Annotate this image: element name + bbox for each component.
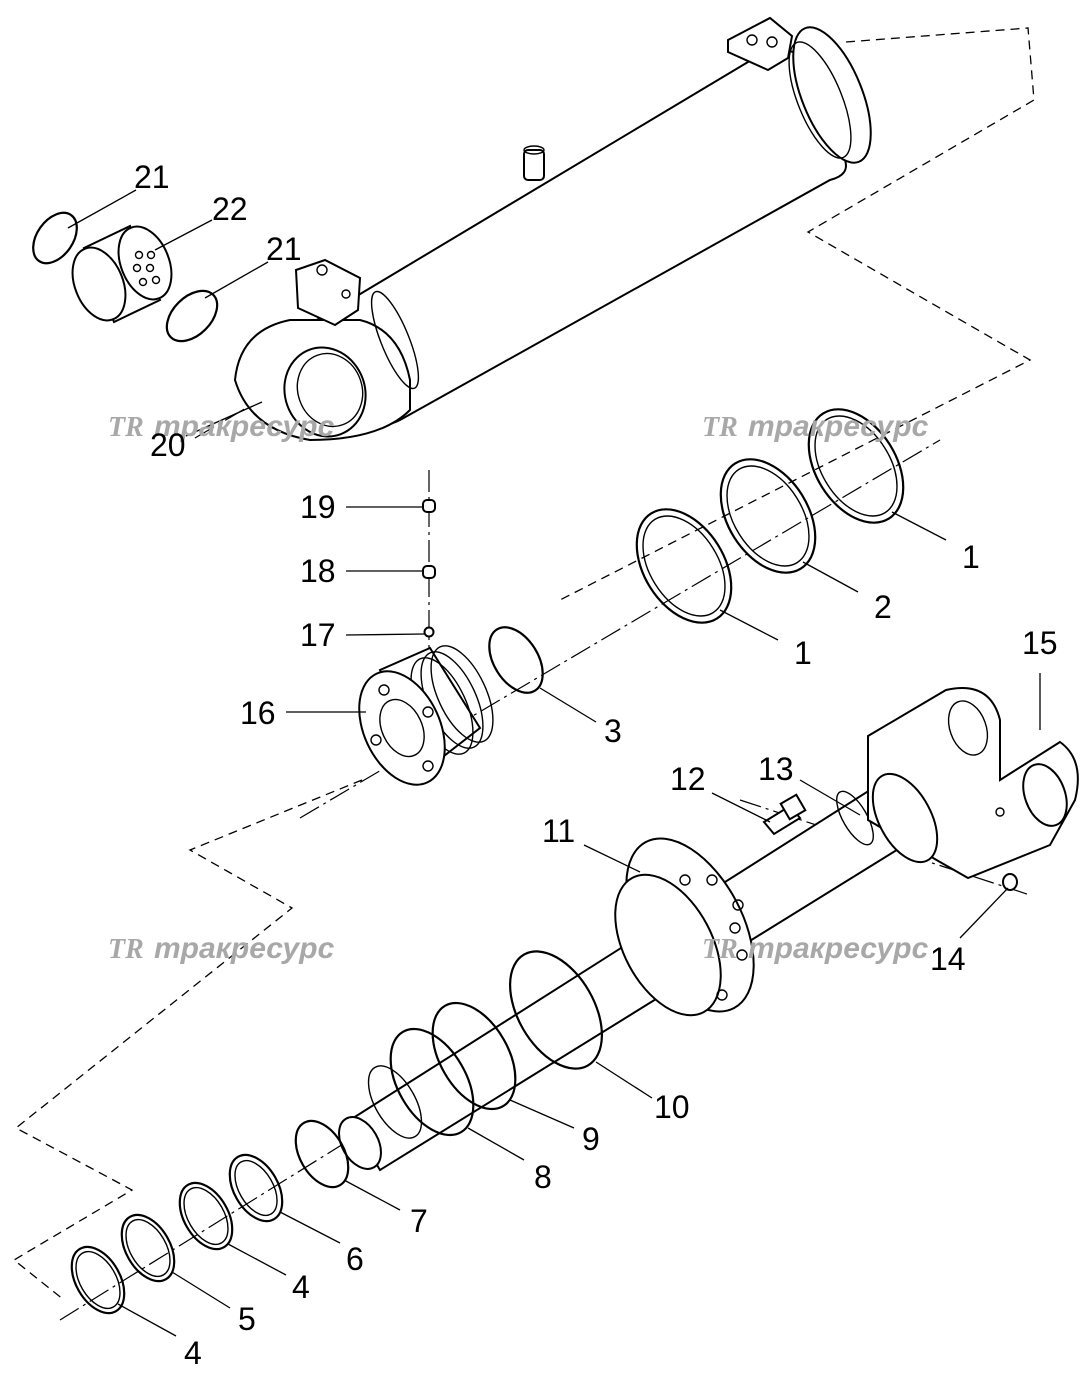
leader-1b — [719, 609, 779, 641]
callout-17: 17 — [300, 617, 336, 653]
leader-14 — [959, 887, 1009, 939]
callout-18: 18 — [300, 553, 336, 589]
leader-11 — [583, 844, 641, 873]
retaining-ring-21-right — [165, 289, 219, 343]
nut-14 — [1002, 873, 1018, 891]
callout-2: 2 — [874, 589, 892, 625]
leader-13 — [799, 779, 861, 816]
seal-5 — [120, 1213, 176, 1283]
phantom-outline-lower — [12, 779, 363, 1301]
callout-12: 12 — [670, 761, 706, 797]
callout-22: 22 — [212, 191, 248, 227]
retaining-ring-21-left — [32, 211, 78, 265]
cylinder-barrel — [233, 16, 872, 442]
piston-seal-2 — [719, 458, 817, 574]
phantom-outline-upper — [559, 27, 1035, 601]
guide-ring-1-lower — [635, 508, 733, 624]
watermark-bottom-right: TR тракресурс — [702, 932, 929, 965]
callout-20: 20 — [150, 427, 186, 463]
callout-14: 14 — [930, 941, 966, 977]
leader-5 — [171, 1271, 231, 1309]
o-ring-8 — [389, 1027, 475, 1137]
callout-21: 21 — [134, 159, 170, 195]
watermark-top-right: TR тракресурс — [702, 410, 929, 443]
callout-11: 11 — [542, 813, 575, 849]
callout-4: 4 — [292, 1269, 310, 1305]
callout-15: 15 — [1022, 625, 1058, 661]
watermark-logo: TR — [702, 412, 738, 443]
callout-8: 8 — [534, 1159, 552, 1195]
callout-4: 4 — [184, 1335, 202, 1371]
watermark-top-left: TR тракресурс — [108, 410, 335, 443]
callout-6: 6 — [346, 1241, 364, 1277]
leader-10 — [595, 1061, 653, 1099]
callout-1: 1 — [962, 539, 980, 575]
leader-12 — [711, 792, 771, 823]
piston — [358, 645, 494, 786]
rod-clevis — [867, 687, 1079, 880]
backup-ring-9 — [431, 1001, 517, 1111]
guide-ring-4-lower — [70, 1245, 126, 1315]
callout-10: 10 — [654, 1089, 690, 1125]
watermark-bottom-left: TR тракресурс — [108, 932, 335, 965]
callout-21: 21 — [266, 231, 302, 267]
watermark-text: тракресурс — [748, 410, 929, 443]
guide-ring-4-upper — [178, 1181, 234, 1251]
callout-7: 7 — [410, 1203, 428, 1239]
rod-flange — [614, 837, 755, 1017]
leader-22 — [154, 219, 213, 251]
callout-1: 1 — [794, 635, 812, 671]
seal-7 — [294, 1119, 350, 1189]
ball-17 — [423, 626, 435, 638]
o-ring-3 — [488, 626, 544, 694]
callout-3: 3 — [604, 713, 622, 749]
guide-ring-1-upper — [807, 408, 905, 524]
o-ring-10 — [508, 950, 604, 1070]
callout-19: 19 — [300, 489, 336, 525]
leader-6 — [279, 1211, 341, 1244]
callout-16: 16 — [240, 695, 276, 731]
watermark-logo: TR — [108, 934, 144, 965]
callout-9: 9 — [582, 1121, 600, 1157]
set-screw-19 — [422, 499, 436, 513]
leader-1a — [891, 511, 947, 541]
watermark-text: тракресурс — [154, 932, 335, 965]
leader-7 — [343, 1179, 401, 1211]
watermark-text: тракресурс — [748, 932, 929, 965]
leader-9 — [509, 1099, 575, 1129]
leader-21b — [204, 261, 269, 299]
watermark-text: тракресурс — [154, 410, 335, 443]
leader-8 — [467, 1127, 525, 1161]
leader-17 — [345, 633, 425, 636]
leader-3 — [539, 687, 597, 723]
bolt-12 — [762, 793, 807, 836]
leader-20 — [185, 401, 263, 437]
leader-4b — [117, 1303, 177, 1337]
leader-4a — [227, 1243, 287, 1276]
callout-5: 5 — [238, 1301, 256, 1337]
leader-21a — [67, 189, 137, 229]
leader-2 — [802, 561, 859, 593]
callout-13: 13 — [758, 751, 794, 787]
watermark-logo: TR — [702, 934, 738, 965]
set-screw-18 — [422, 565, 436, 579]
bushing — [71, 224, 173, 324]
watermark-logo: TR — [108, 412, 144, 443]
wiper-6 — [228, 1153, 284, 1223]
